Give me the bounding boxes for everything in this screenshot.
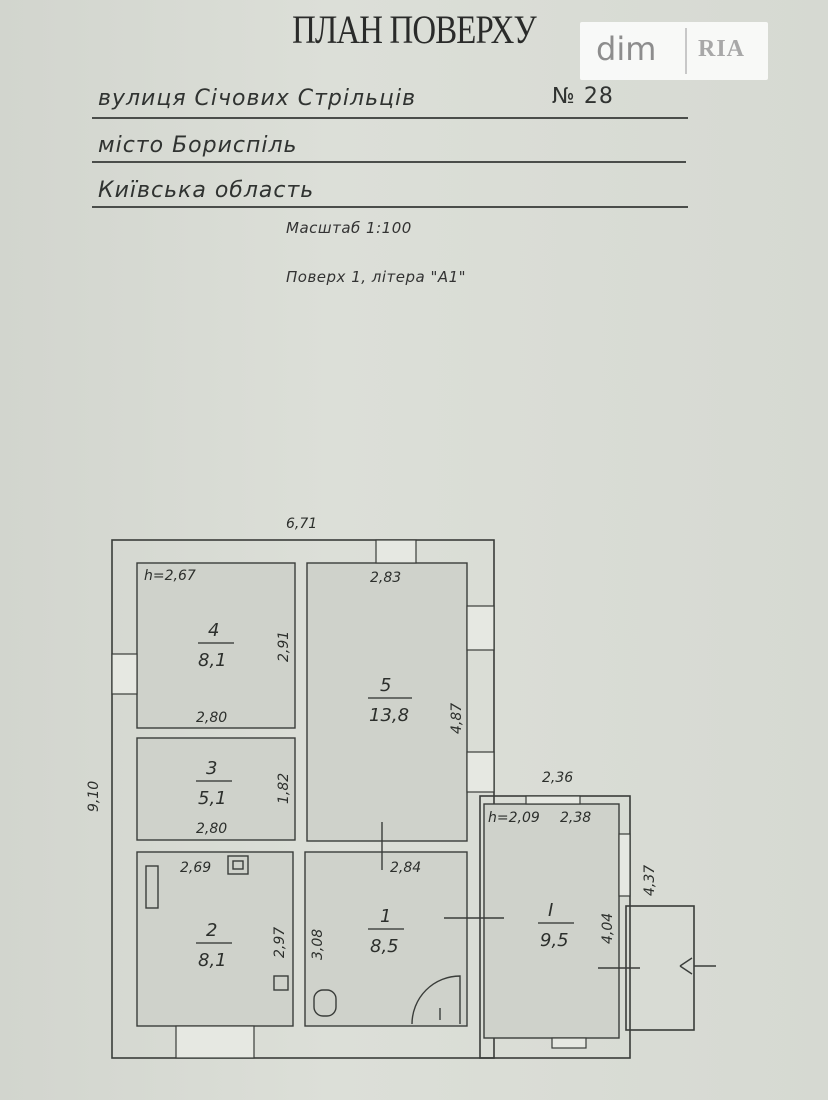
document-title: ПЛАН ПОВЕРХУ <box>292 7 537 52</box>
room-5-outline <box>306 562 468 842</box>
entry-arrowhead <box>679 957 693 975</box>
room-I-number: I <box>548 900 553 921</box>
room-4-outline <box>136 562 296 729</box>
house-number: № 28 <box>552 84 614 109</box>
room-1-dim-width: 2,84 <box>390 860 421 876</box>
room-4-height: h=2,67 <box>144 568 196 584</box>
toilet-symbol <box>313 989 337 1017</box>
boiler-symbol <box>273 975 289 991</box>
room-2-area: 8,1 <box>198 950 227 971</box>
window-right-2 <box>466 751 495 793</box>
door-swing-arc <box>411 975 461 1025</box>
rule-1 <box>92 117 688 119</box>
room-1-dim-side: 3,08 <box>310 929 326 960</box>
stove-inner <box>232 860 244 870</box>
watermark-logo: dim RIA <box>580 22 768 80</box>
room-5-dim-width: 2,83 <box>370 570 401 586</box>
dim-overall-width: 6,71 <box>286 516 317 532</box>
room-4-dim-width: 2,80 <box>196 710 227 726</box>
watermark-ria: RIA <box>698 36 746 62</box>
room-2-dim-width: 2,69 <box>180 860 211 876</box>
room-3-dim-width: 2,80 <box>196 821 227 837</box>
region-line: Київська область <box>98 178 315 203</box>
room-5-area: 13,8 <box>369 705 409 726</box>
dim-overall-height: 9,10 <box>86 781 102 812</box>
sink-symbol <box>145 865 159 909</box>
window-bottom <box>175 1025 255 1059</box>
room-I-area: 9,5 <box>540 930 569 951</box>
window-annex-top <box>525 795 581 805</box>
room-1-number: 1 <box>380 906 391 927</box>
window-top <box>375 539 417 564</box>
room-4-number: 4 <box>208 620 219 641</box>
outer-wall <box>111 539 495 1059</box>
room-I-dim-side: 4,04 <box>600 913 616 944</box>
watermark-separator <box>685 28 687 74</box>
room-1-area: 8,5 <box>370 936 399 957</box>
room-4-dim-side: 2,91 <box>276 631 292 662</box>
rule-3 <box>92 206 688 208</box>
room-3-outline <box>136 737 296 841</box>
window-annex-bottom <box>551 1037 587 1049</box>
city-line: місто Бориспіль <box>98 133 298 158</box>
room-5-number: 5 <box>380 675 391 696</box>
floor-label: Поверх 1, літера "А1" <box>286 268 467 286</box>
room-1-outline <box>304 851 468 1027</box>
room-2-outline <box>136 851 294 1027</box>
room-2-dim-side: 2,97 <box>272 927 288 958</box>
window-left <box>111 653 138 695</box>
room-3-number: 3 <box>206 758 217 779</box>
annex-dim-height: 4,37 <box>642 865 658 896</box>
street-line: вулиця Січових Стрільців <box>98 86 417 111</box>
stove-symbol <box>227 855 249 875</box>
rule-2 <box>92 161 686 163</box>
watermark-dim: dim <box>596 30 657 68</box>
room-5-dim-side: 4,87 <box>449 703 465 734</box>
room-I-dim-width: 2,38 <box>560 810 591 826</box>
room-I-outline <box>483 803 620 1039</box>
room-3-dim-side: 1,82 <box>276 773 292 804</box>
room-I-height: h=2,09 <box>488 810 540 826</box>
room-3-area: 5,1 <box>198 788 227 809</box>
annex-dim-width: 2,36 <box>542 770 573 786</box>
room-2-number: 2 <box>206 920 217 941</box>
scale-label: Масштаб 1:100 <box>286 219 412 237</box>
room-4-area: 8,1 <box>198 650 227 671</box>
window-annex-right <box>618 833 631 897</box>
window-right-1 <box>466 605 495 651</box>
